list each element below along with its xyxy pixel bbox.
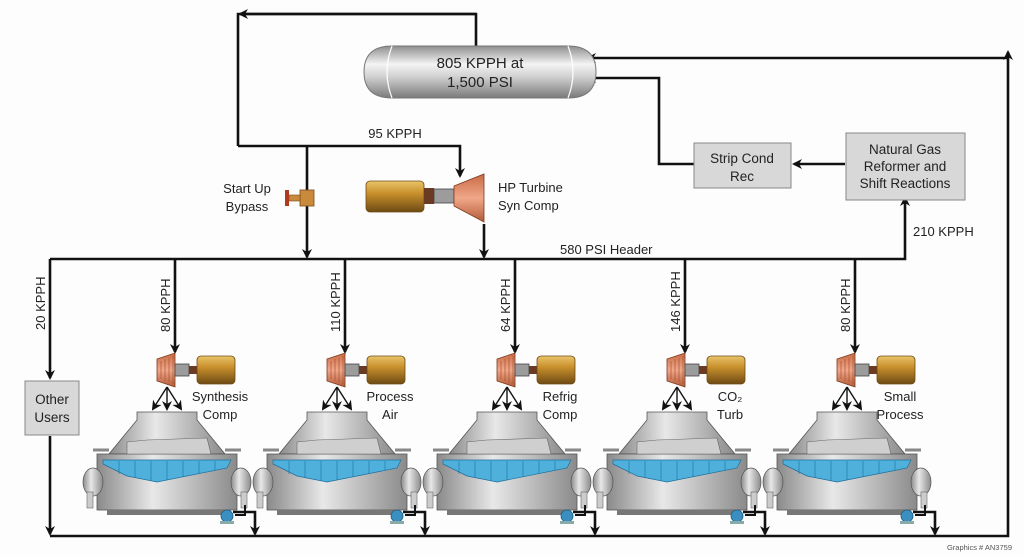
pump-icon[interactable] — [729, 509, 745, 525]
flow-label: 64 KPPH — [498, 279, 513, 332]
reformer-line3: Shift Reactions — [860, 176, 951, 191]
flow-label: 80 KPPH — [158, 279, 173, 332]
pipe-return-branch — [233, 510, 260, 536]
bypass-label-line1: Start Up — [223, 181, 271, 196]
turbine-icon[interactable] — [156, 352, 236, 388]
pipe-return-branch — [403, 510, 430, 536]
other-users-line2: Users — [34, 410, 70, 425]
unit-label-line1: Small — [884, 389, 917, 404]
steam-drum: 805 KPPH at 1,500 PSI — [363, 45, 597, 99]
flow-label-210: 210 KPPH — [913, 224, 974, 239]
unit-label-line2: Comp — [543, 407, 578, 422]
unit-label-line1: Refrig — [543, 389, 578, 404]
flow-label-other-users: 20 KPPH — [33, 277, 48, 330]
arrow-icon — [506, 386, 523, 411]
condenser-icon[interactable] — [251, 410, 423, 517]
hp-turbine-label-line2: Syn Comp — [498, 198, 559, 213]
reformer-box[interactable]: Natural Gas Reformer and Shift Reactions — [845, 132, 966, 201]
pipe-return — [50, 50, 1013, 538]
unit-label-line1: CO₂ — [718, 389, 743, 404]
flow-label: 80 KPPH — [838, 279, 853, 332]
condenser-icon[interactable] — [761, 410, 933, 517]
pipe-drain — [915, 505, 926, 516]
unit-label-line2: Process — [877, 407, 924, 422]
tank-label-line1: 805 KPPH at — [437, 55, 525, 72]
turbine-icon[interactable] — [496, 352, 576, 388]
other-users-line1: Other — [35, 392, 69, 407]
arrow-icon — [846, 386, 863, 411]
pipe-return-branch — [743, 510, 770, 536]
pump-icon[interactable] — [559, 509, 575, 525]
header-label: 580 PSI Header — [560, 242, 653, 257]
header-580psi — [50, 196, 910, 261]
pipe-drain — [745, 505, 756, 516]
turbine-icon[interactable] — [666, 352, 746, 388]
reformer-line1: Natural Gas — [869, 142, 941, 157]
arrow-icon — [491, 386, 508, 411]
bypass-label-line2: Bypass — [226, 199, 269, 214]
arrow-icon — [661, 386, 678, 411]
arrow-icon — [831, 386, 848, 411]
arrow-icon — [676, 386, 693, 411]
arrow-icon — [336, 386, 353, 411]
flow-label: 110 KPPH — [328, 272, 343, 332]
pipe-drain — [235, 505, 246, 516]
reformer-line2: Reformer and — [864, 159, 947, 174]
valve-icon[interactable] — [285, 189, 315, 207]
unit-label-line2: Air — [382, 407, 399, 422]
hp-turbine-icon[interactable] — [365, 173, 485, 223]
arrow-icon — [321, 386, 338, 411]
unit-label-line2: Comp — [203, 407, 238, 422]
condenser-icon[interactable] — [81, 410, 253, 517]
tank-label-line2: 1,500 PSI — [447, 74, 513, 91]
arrow-icon — [151, 386, 168, 411]
pipe-strip-to-tank — [586, 73, 694, 166]
flow-label: 146 KPPH — [668, 271, 683, 332]
other-users-box[interactable]: Other Users — [24, 380, 80, 436]
unit-label-line1: Synthesis — [192, 389, 249, 404]
pump-icon[interactable] — [219, 509, 235, 525]
strip-cond-box[interactable]: Strip Cond Rec — [693, 142, 792, 189]
condenser-icon[interactable] — [591, 410, 763, 517]
condenser-icon[interactable] — [421, 410, 593, 517]
pipe-return-branch — [913, 510, 940, 536]
pipe-95kpph — [238, 144, 465, 178]
unit-label-line2: Turb — [717, 407, 743, 422]
pipe-drain — [575, 505, 586, 516]
strip-cond-line1: Strip Cond — [710, 151, 774, 166]
pipe-drain — [405, 505, 416, 516]
strip-cond-line2: Rec — [730, 169, 754, 184]
hp-turbine-label-line1: HP Turbine — [498, 180, 563, 195]
pump-icon[interactable] — [899, 509, 915, 525]
graphics-credit: Graphics # AN3759 — [947, 543, 1012, 552]
unit-label-line1: Process — [367, 389, 414, 404]
pump-icon[interactable] — [389, 509, 405, 525]
turbine-icon[interactable] — [836, 352, 916, 388]
pipe-return-branch — [573, 510, 600, 536]
unit-4: 146 KPPH CO₂ Turb — [591, 259, 770, 536]
turbine-icon[interactable] — [326, 352, 406, 388]
pipe-top-loop — [236, 9, 478, 146]
flow-label-95: 95 KPPH — [368, 126, 421, 141]
arrow-icon — [166, 386, 183, 411]
